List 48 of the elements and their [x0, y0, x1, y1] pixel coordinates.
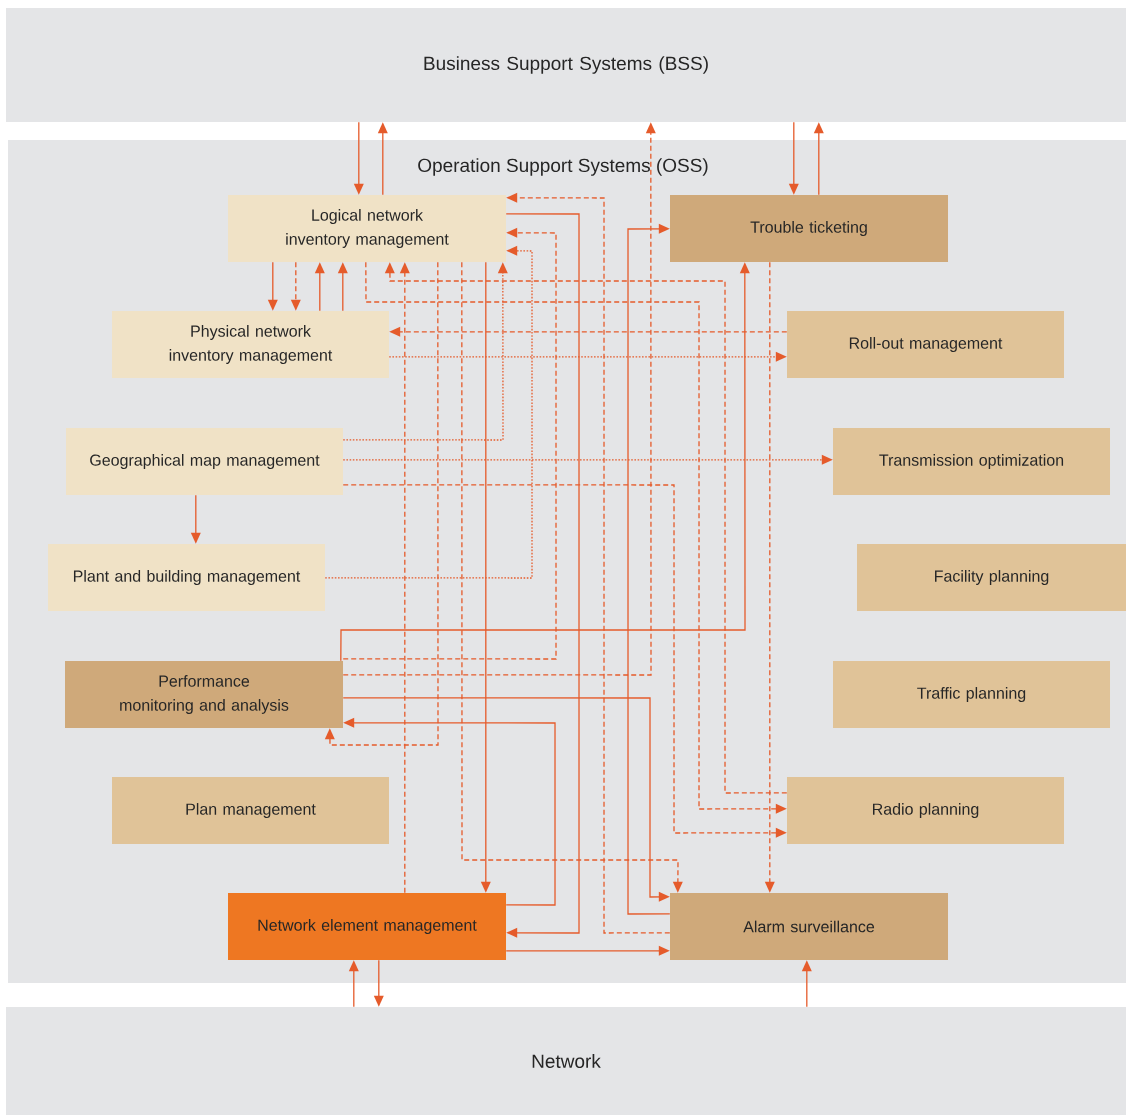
- process-box: Facility planning: [857, 544, 1126, 611]
- arrow: [324, 261, 439, 746]
- arrow: [801, 960, 812, 1008]
- system-band: Business Support Systems (BSS): [6, 8, 1126, 122]
- arrow: [461, 261, 683, 893]
- arrow: [343, 717, 556, 906]
- process-box: Network element management: [228, 893, 506, 960]
- arrow: [342, 122, 656, 676]
- arrow: [388, 351, 787, 362]
- arrow: [324, 245, 533, 579]
- arrow: [373, 959, 384, 1007]
- process-box: Logical network inventory management: [228, 195, 506, 262]
- arrow: [627, 223, 671, 915]
- arrow: [340, 262, 750, 662]
- arrow: [348, 960, 359, 1008]
- process-box: Trouble ticketing: [670, 195, 948, 262]
- arrow: [480, 261, 491, 893]
- arrow: [267, 261, 278, 311]
- arrow: [190, 494, 201, 544]
- system-band: Network: [6, 1007, 1126, 1115]
- process-box: Transmission optimization: [833, 428, 1110, 495]
- arrow: [505, 213, 580, 938]
- arrow: [506, 192, 671, 934]
- process-box: Physical network inventory management: [112, 311, 389, 378]
- process-box: Radio planning: [787, 777, 1064, 844]
- arrow: [290, 261, 301, 311]
- process-box: Alarm surveillance: [670, 893, 948, 960]
- arrow: [377, 122, 388, 196]
- process-box: Performance monitoring and analysis: [65, 661, 343, 728]
- process-box: Roll-out management: [787, 311, 1064, 378]
- arrow: [353, 121, 364, 195]
- arrow: [813, 122, 824, 196]
- arrow: [342, 227, 557, 660]
- arrow: [505, 945, 670, 956]
- arrow: [399, 262, 410, 894]
- arrow: [342, 454, 833, 465]
- arrow: [389, 326, 788, 337]
- process-box: Traffic planning: [833, 661, 1110, 728]
- process-box: Geographical map management: [66, 428, 343, 495]
- arrow: [337, 262, 348, 312]
- arrow: [764, 261, 775, 893]
- arrow: [314, 262, 325, 312]
- arrow: [342, 484, 787, 838]
- arrow: [342, 697, 670, 902]
- arrow: [342, 262, 508, 441]
- arrow: [788, 121, 799, 195]
- process-box: Plan management: [112, 777, 389, 844]
- process-box: Plant and building management: [48, 544, 325, 611]
